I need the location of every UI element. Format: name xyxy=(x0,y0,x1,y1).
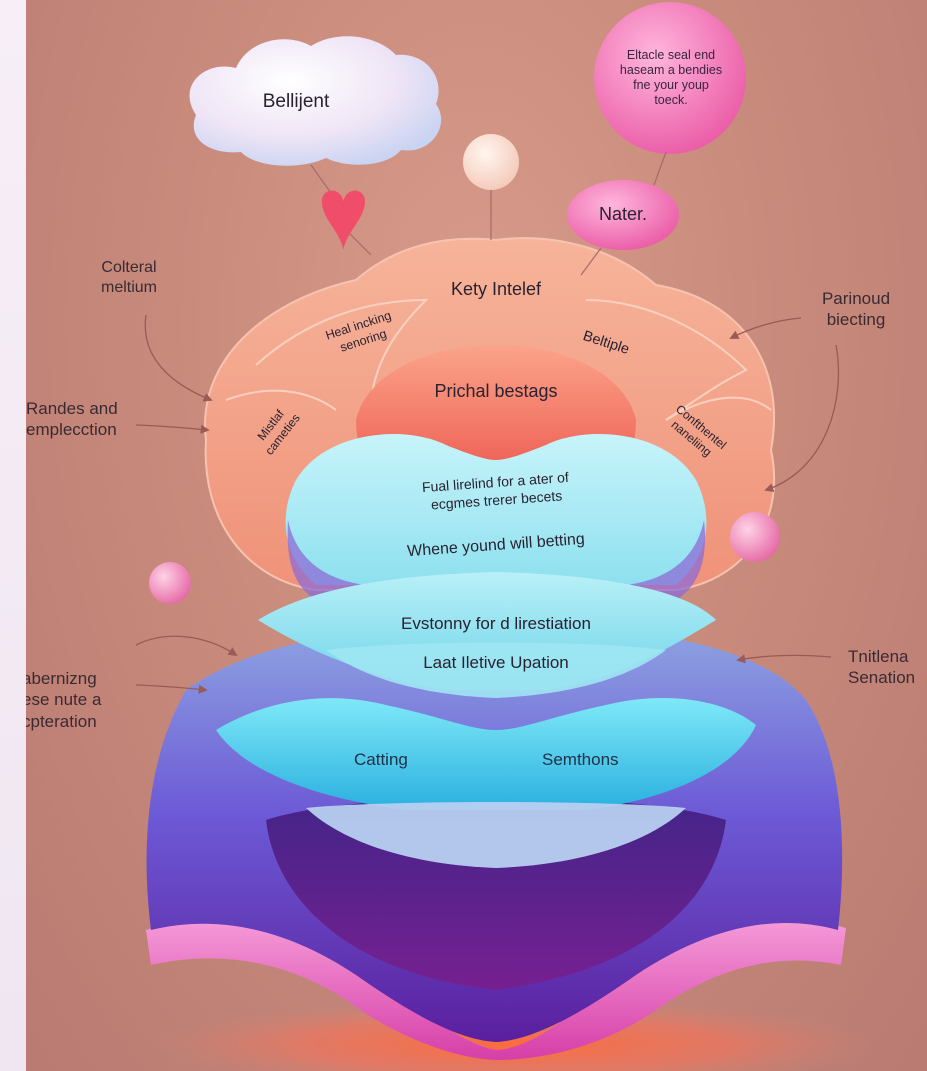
arrow-bottom-left-1 xyxy=(136,636,236,655)
speech-bubble-text: Eltacle seal end haseam a bendies fne yo… xyxy=(604,48,738,108)
nater-bubble-label: Nater. xyxy=(571,203,675,226)
side-label-top-right: Parinoud biecting xyxy=(806,288,906,331)
cyan-layer-text-2: Laat Iletive Upation xyxy=(386,652,606,673)
arrow-mid-left xyxy=(136,425,208,430)
heart-icon xyxy=(322,191,365,250)
arrow-top-left xyxy=(145,315,211,400)
cloud-bubble-label: Bellijent xyxy=(226,90,366,114)
speech-connector xyxy=(654,152,666,185)
cyan-layer-text-1: Evstonny for d lirestiation xyxy=(356,613,636,634)
left-margin-strip xyxy=(0,0,26,1071)
side-label-bottom-left: аbernizng ese nute a cpteration xyxy=(26,668,132,732)
arrow-bottom-right xyxy=(738,655,831,660)
pink-sphere-left xyxy=(149,562,191,604)
core-label: Prichal bestags xyxy=(396,380,596,403)
lips-left-label: Catting xyxy=(354,749,408,770)
side-label-mid-left: Randes and emplecction xyxy=(26,398,146,441)
infographic-canvas: Bellijent Eltacle seal end haseam a bend… xyxy=(26,0,927,1071)
lips-right-label: Semthons xyxy=(542,749,619,770)
pink-sphere-right xyxy=(730,512,780,562)
dome-top-label: Kety Intelef xyxy=(406,278,586,301)
peach-sphere xyxy=(463,134,519,190)
side-label-bottom-right: Tnitlena Senation xyxy=(848,646,927,689)
arrow-top-right-2 xyxy=(766,345,838,490)
infographic-artwork xyxy=(26,0,927,1071)
side-label-top-left: Colteral meltium xyxy=(74,258,184,298)
